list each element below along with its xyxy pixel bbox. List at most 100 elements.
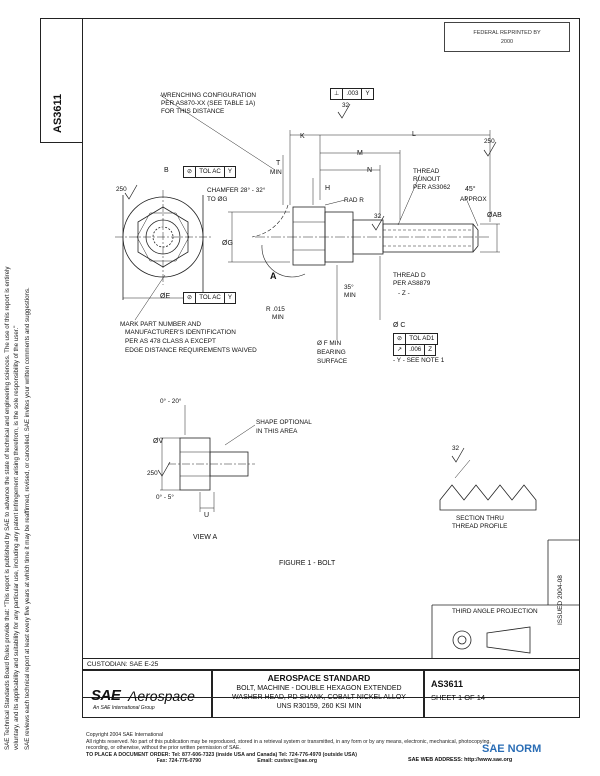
- rad-r: RAD R: [344, 197, 364, 204]
- fcf-top-tol: .003: [343, 89, 363, 99]
- thread-d-2: PER AS8879: [393, 280, 431, 287]
- sae-norm-watermark: SAE NORM: [482, 743, 542, 755]
- fcf-top-datum: Y: [365, 90, 370, 97]
- finish-250-view-a: 250: [147, 470, 158, 477]
- wrenching-note-3: FOR THIS DISTANCE: [161, 108, 225, 115]
- finish-32-top: 32: [342, 102, 350, 109]
- mark-note-1: MARK PART NUMBER AND: [120, 321, 201, 328]
- docnum-cell: AS3611 SHEET 1 OF 14: [424, 670, 580, 718]
- footer-fax: Fax: 724-776-0790 Email: custsvc@sae.org: [86, 758, 318, 765]
- title-line-3: UNS R30159, 260 KSI MIN: [276, 703, 362, 710]
- logo-cell: SAE Aerospace An SAE International Group: [82, 670, 212, 718]
- footer-rights: All rights reserved. No part of this pub…: [86, 738, 491, 745]
- angle-approx: APPROX: [460, 196, 487, 203]
- fcf-runout-datum: Z: [428, 346, 433, 353]
- thread-d-3: - Z -: [398, 290, 410, 297]
- finish-250-side: 250: [484, 138, 495, 145]
- title-line-1: BOLT, MACHINE - DOUBLE HEXAGON EXTENDED: [236, 685, 402, 692]
- label-t: T: [276, 160, 281, 167]
- fcf-runout: ↗ .006 Z: [393, 344, 437, 356]
- fcf-e: ⊘ TOL AC Y: [183, 292, 236, 304]
- thread-d-1: THREAD D: [393, 272, 426, 279]
- r015-min: MIN: [272, 314, 284, 321]
- thread-profile: [439, 484, 537, 511]
- section-thru-1: SECTION THRU: [456, 515, 504, 522]
- drawing-frame: [82, 18, 580, 698]
- label-l: L: [412, 131, 416, 138]
- footer-copyright: Copyright 2004 SAE International: [86, 732, 163, 738]
- angle-35: 35°: [344, 284, 354, 291]
- view-a-title: VIEW A: [193, 534, 218, 541]
- label-m: M: [357, 150, 363, 157]
- figure-caption: FIGURE 1 - BOLT: [279, 560, 336, 567]
- bearing-1: Ø F MIN: [317, 340, 342, 347]
- stamp-line-1: FEDERAL REPRINTED BY: [473, 30, 541, 36]
- logo-aerospace: Aerospace: [128, 688, 195, 704]
- bearing-3: SURFACE: [317, 358, 348, 365]
- angle-0-5: 0° - 5°: [156, 494, 174, 501]
- bolt-head: [292, 206, 326, 266]
- fcf-runout-symbol: ↗: [394, 345, 407, 355]
- fcf-e-tol: TOL AC: [196, 293, 225, 303]
- mark-note-3: PER AS 478 CLASS A EXCEPT: [125, 338, 216, 345]
- label-v: ØV: [153, 438, 164, 445]
- stamp-line-2: 2000: [500, 39, 514, 45]
- fcf-runout-tol: .006: [406, 345, 426, 355]
- label-u: U: [204, 512, 210, 519]
- fcf-b-datum: Y: [227, 168, 232, 175]
- footer: Copyright 2004 SAE International All rig…: [86, 732, 586, 765]
- angle-45: 45°: [465, 186, 476, 193]
- label-g: ØG: [222, 240, 233, 247]
- fcf-e-datum: Y: [227, 294, 232, 301]
- section-thru-2: THREAD PROFILE: [452, 523, 508, 530]
- bearing-2: BEARING: [317, 349, 346, 356]
- label-k: K: [300, 133, 305, 140]
- aerospace-standard: AEROSPACE STANDARD: [267, 673, 371, 683]
- issue-side-label: ISSUED 2004-08: [557, 575, 564, 625]
- fcf-e-symbol: ⊘: [184, 293, 197, 303]
- label-b: B: [164, 167, 169, 174]
- third-angle-label: THIRD ANGLE PROJECTION: [452, 608, 538, 615]
- logo-sub: An SAE International Group: [93, 705, 155, 711]
- mark-note-2: MANUFACTURER'S IDENTIFICATION: [125, 329, 236, 336]
- finish-32-thread: 32: [452, 445, 460, 452]
- footer-web[interactable]: SAE WEB ADDRESS: http://www.sae.org: [408, 757, 513, 763]
- custodian-row: CUSTODIAN: SAE E-25: [82, 658, 580, 670]
- fcf-b: ⊘ TOL AC Y: [183, 166, 236, 178]
- mark-note-4: EDGE DISTANCE REQUIREMENTS WAIVED: [125, 347, 257, 354]
- r015: R .015: [266, 306, 285, 313]
- label-h: H: [325, 185, 331, 192]
- angle-0-20: 0° - 20°: [160, 398, 182, 405]
- logo-sae: SAE: [91, 687, 121, 704]
- shape-optional-2: IN THIS AREA: [256, 428, 298, 435]
- finish-32-shank: 32: [374, 213, 382, 220]
- label-t-min: MIN: [270, 169, 282, 176]
- wrenching-note-1: WRENCHING CONFIGURATION: [161, 92, 257, 99]
- bolt-thread: [382, 223, 474, 253]
- shape-optional-1: SHAPE OPTIONAL: [256, 419, 312, 426]
- thread-runout-3: PER AS3062: [413, 184, 451, 191]
- chamfer-note-2: TO ØG: [207, 196, 228, 203]
- fcf-top-symbol: ⊥: [331, 89, 344, 99]
- thread-runout-2: RUNOUT: [413, 176, 441, 183]
- label-n: N: [367, 167, 373, 174]
- title-block: CUSTODIAN: SAE E-25 SAE Aerospace An SAE…: [82, 658, 580, 728]
- chamfer-note-1: CHAMFER 28° - 32°: [207, 187, 266, 194]
- footer-order: TO PLACE A DOCUMENT ORDER: Tel: 877-606-…: [86, 751, 357, 758]
- doc-number: AS3611: [431, 679, 464, 689]
- see-note-1: - Y - SEE NOTE 1: [393, 357, 445, 364]
- fcf-c-tol: TOL AD1: [409, 335, 435, 342]
- label-c: Ø C: [393, 322, 406, 329]
- footer-rights-2: recording, or otherwise, without the pri…: [86, 745, 241, 752]
- label-ab: ØAB: [487, 212, 502, 219]
- fcf-c-symbol: ⊘: [394, 334, 407, 344]
- fcf-b-symbol: ⊘: [184, 167, 197, 177]
- finish-250-end: 250: [116, 186, 127, 193]
- reprint-stamp: FEDERAL REPRINTED BY 2000: [444, 22, 570, 52]
- sheet-number: SHEET 1 OF 14: [431, 693, 486, 702]
- title-cell: AEROSPACE STANDARD BOLT, MACHINE - DOUBL…: [212, 670, 424, 718]
- thread-runout-1: THREAD: [413, 168, 440, 175]
- wrenching-note-2: PER AS870-XX (SEE TABLE 1A): [161, 100, 256, 107]
- angle-35-min: MIN: [344, 292, 356, 299]
